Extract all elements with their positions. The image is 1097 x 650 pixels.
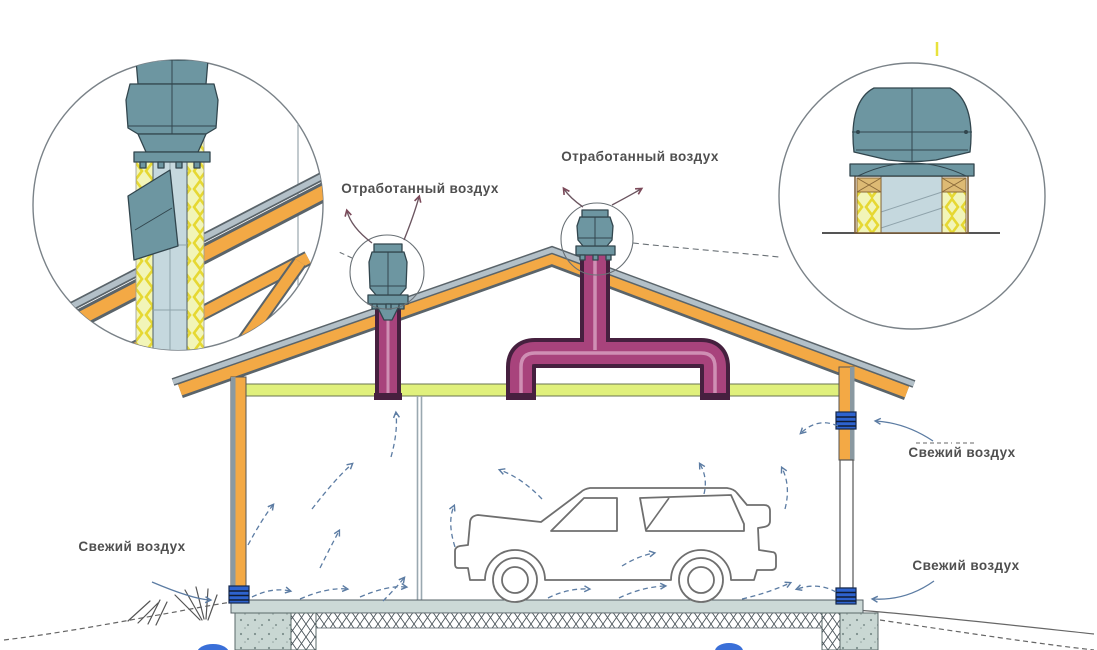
ground-line-left	[3, 601, 232, 641]
floor-slab	[230, 599, 864, 629]
duct-collar	[374, 393, 402, 400]
airflow-arrows-interior	[247, 410, 839, 602]
foundation-left	[234, 612, 317, 650]
fresh-air-arrow-right-bottom	[870, 580, 935, 603]
fresh-air-arrow-left	[151, 581, 213, 604]
exhaust-air-arrows	[344, 186, 644, 244]
right-wall	[838, 366, 855, 613]
label-fresh-air-left: Свежий воздух	[78, 539, 185, 554]
callout-circle-center	[560, 202, 634, 276]
roof	[171, 245, 916, 400]
right-detail-circle	[778, 62, 1046, 330]
left-detail-circle	[32, 59, 324, 351]
car	[454, 487, 777, 603]
roof-vent-cap-left	[367, 243, 409, 321]
side-window	[639, 494, 745, 532]
left-wall	[230, 376, 247, 601]
vent-cap-detail-right	[849, 87, 975, 177]
leader-line-left	[338, 251, 353, 259]
duct-collar	[700, 393, 730, 400]
air-grille-right-bottom	[835, 587, 857, 605]
vent-window-line	[645, 497, 670, 531]
fresh-air-arrow-right-top	[873, 417, 934, 442]
ground-line-right	[856, 609, 1095, 650]
leader-line-right	[632, 242, 780, 258]
right-wall-lower	[839, 459, 854, 589]
front-wheel-hub	[687, 566, 715, 594]
rear-wheel-hub	[501, 566, 529, 594]
air-grille-left	[228, 585, 250, 604]
grass	[127, 586, 218, 626]
label-exhaust-air-center: Отработанный воздух	[561, 149, 719, 164]
windshield	[550, 497, 618, 532]
duct-channel	[880, 175, 943, 234]
duct-collar	[506, 393, 536, 400]
blue-mark-center	[715, 643, 743, 650]
callout-circle-left	[349, 234, 425, 310]
exhaust-duct-left	[374, 306, 402, 400]
air-grille-right-top	[835, 411, 857, 430]
foundation-right	[821, 612, 879, 650]
blue-mark-left	[197, 644, 229, 650]
label-exhaust-air-left: Отработанный воздух	[341, 181, 499, 196]
ceiling	[245, 383, 841, 397]
partition-wall	[416, 396, 423, 600]
exhaust-duct-main	[506, 250, 730, 400]
roof-vent-cap-center	[575, 209, 616, 261]
vent-cap-detail-left	[125, 60, 219, 261]
label-fresh-air-right-bottom: Свежий воздух	[912, 558, 1019, 573]
label-fresh-air-right-top: Свежий воздух	[908, 445, 1015, 460]
